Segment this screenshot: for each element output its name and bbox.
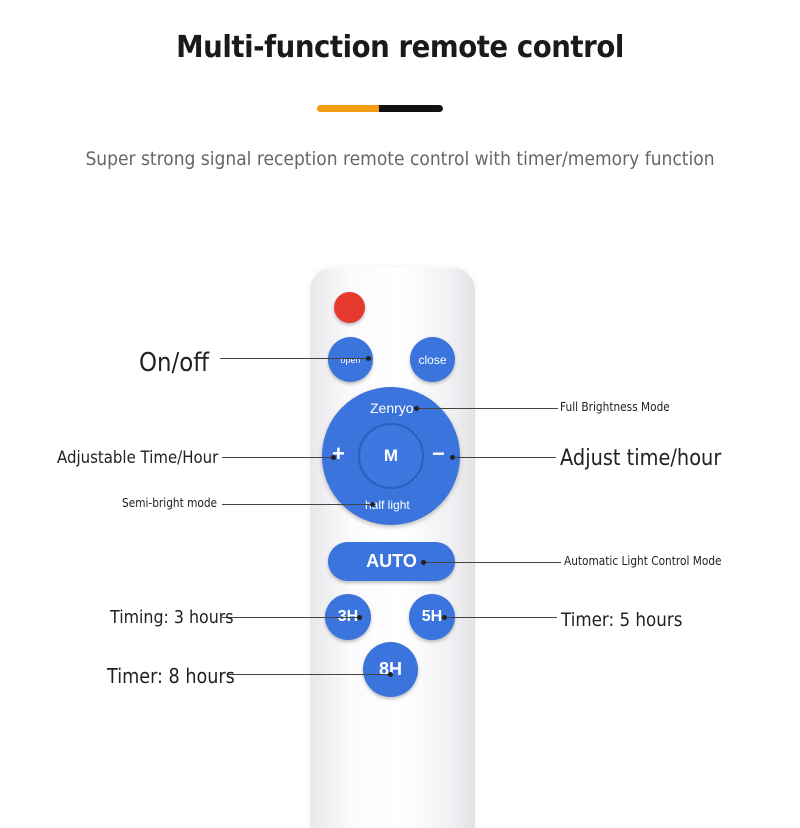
callout-dot-timer-5 bbox=[442, 615, 447, 620]
timer-3h-label: 3H bbox=[337, 608, 359, 625]
page-subtitle: Super strong signal reception remote con… bbox=[85, 148, 715, 170]
label-full-brightness: Full Brightness Mode bbox=[560, 400, 670, 414]
half-light-button[interactable]: half light bbox=[365, 498, 410, 512]
callout-line-full-brightness bbox=[418, 408, 558, 409]
callout-dot-auto bbox=[421, 560, 426, 565]
callout-line-timer-8 bbox=[228, 674, 390, 675]
label-on-off: On/off bbox=[139, 348, 209, 378]
callout-dot-timing-3 bbox=[357, 615, 362, 620]
accent-bar-black bbox=[379, 105, 443, 112]
control-dial: Zenryo + M − half light bbox=[322, 387, 460, 525]
timer-8h-button[interactable]: 8H bbox=[363, 642, 418, 697]
callout-dot-adjust-time bbox=[450, 455, 455, 460]
callout-line-adjustable-time bbox=[222, 457, 334, 458]
label-timer-5: Timer: 5 hours bbox=[561, 609, 683, 631]
label-adjustable-time: Adjustable Time/Hour bbox=[57, 448, 219, 468]
callout-line-timer-5 bbox=[445, 617, 557, 618]
accent-bar bbox=[317, 105, 443, 112]
callout-line-semi-bright bbox=[222, 504, 372, 505]
label-semi-bright: Semi-bright mode bbox=[122, 496, 218, 510]
callout-line-timing-3 bbox=[222, 617, 360, 618]
close-button[interactable]: close bbox=[410, 337, 455, 382]
power-indicator[interactable] bbox=[334, 292, 365, 323]
minus-button[interactable]: − bbox=[432, 441, 445, 466]
mode-button[interactable]: M bbox=[358, 423, 424, 489]
callout-line-on-off bbox=[220, 358, 368, 359]
plus-button[interactable]: + bbox=[332, 441, 345, 466]
label-adjust-time: Adjust time/hour bbox=[560, 446, 722, 471]
mode-button-label: M bbox=[383, 446, 399, 465]
open-button-label: open bbox=[340, 354, 361, 365]
timer-5h-label: 5H bbox=[421, 608, 443, 625]
callout-dot-semi-bright bbox=[370, 502, 375, 507]
callout-dot-timer-8 bbox=[388, 672, 393, 677]
label-timing-3: Timing: 3 hours bbox=[110, 607, 234, 628]
page-title: Multi-function remote control bbox=[176, 30, 624, 65]
callout-line-auto bbox=[425, 562, 561, 563]
callout-dot-full-brightness bbox=[414, 406, 419, 411]
callout-line-adjust-time bbox=[452, 457, 556, 458]
callout-dot-on-off bbox=[366, 356, 371, 361]
label-auto-light: Automatic Light Control Mode bbox=[564, 554, 722, 568]
auto-button-label: AUTO bbox=[366, 551, 417, 571]
open-button[interactable]: open bbox=[328, 337, 373, 382]
accent-bar-orange bbox=[317, 105, 379, 112]
callout-dot-adjustable-time bbox=[331, 455, 336, 460]
brand-label: Zenryo bbox=[370, 400, 414, 416]
label-timer-8: Timer: 8 hours bbox=[107, 664, 235, 688]
auto-button[interactable]: AUTO bbox=[328, 542, 455, 581]
close-button-label: close bbox=[418, 352, 447, 367]
